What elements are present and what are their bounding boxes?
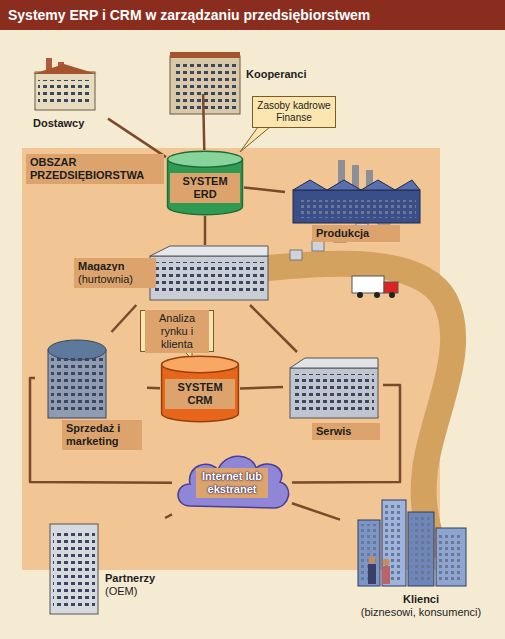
client-city [358,500,466,586]
supplier-factory [33,58,97,110]
connector-line [165,514,172,518]
connector-line [30,378,172,483]
callout-pointer [240,127,270,152]
network-cloud: Internet lub ekstranet [172,450,292,516]
warehouse-node: Magazyn(hurtownia) [68,245,270,305]
production-node: Produkcja [285,165,425,245]
node-label: Analiza rynku i klienta [145,310,209,353]
node-label: SYSTEM CRM [165,379,235,409]
connector-line [204,216,207,245]
cooperator-node: Kooperanci [165,52,319,94]
partner-tower [50,524,98,614]
system-cylinder: SYSTEM CRM [160,355,240,423]
connector-line [292,503,340,519]
warehouse-building [150,246,268,300]
enterprise-area-fill [22,148,440,570]
node-label: Produkcja [312,225,400,242]
client-node: Klienci(biznesowi, konsumenci) [340,495,502,631]
cooperator-building [170,52,240,114]
partner-node: Partnerzy(OEM) [42,518,182,618]
supplier-node: Dostawcy [25,55,108,135]
callout-box: Analiza rynku i klienta [140,310,214,352]
connector-line [108,119,166,158]
connector-line [244,187,285,192]
connector-line [147,387,160,390]
connector-line [240,387,283,389]
truck [352,276,398,298]
node-label: OBSZAR PRZEDSIĘBIORSTWA [26,154,164,184]
road [268,264,453,545]
node-label: Serwis [312,423,380,440]
node-label: Sprzedaż i marketing [62,420,142,450]
node-label: Dostawcy [33,117,105,130]
diagram-title: Systemy ERP i CRM w zarządzaniu przedsię… [0,0,505,23]
system-cylinder: SYSTEM ERD [166,150,244,216]
callout-box: Zasoby kadrowe Finanse [252,96,336,128]
sales-node: Sprzedaż i marketing [35,332,147,453]
connector-line [292,385,400,483]
node-label: (biznesowi, konsumenci) [345,606,497,619]
node-label: SYSTEM ERD [170,173,240,203]
node-label: Internet lub ekstranet [196,468,268,498]
node-label: (hurtownia) [74,271,156,288]
service-building [290,358,378,418]
connector-line [250,305,297,352]
node-label: Kooperanci [246,68,316,81]
title-bar: Systemy ERP i CRM w zarządzaniu przedsię… [0,0,505,30]
service-node: Serwis [283,352,383,443]
connector-line [203,94,204,150]
node-label: (OEM) [105,585,177,598]
connector-line [112,305,137,332]
node-label: Klienci [345,593,497,606]
node-label: Zasoby kadrowe Finanse [257,100,331,124]
production-factory [293,160,420,223]
enterprise-area: OBSZAR PRZEDSIĘBIORSTWASYSTEM ERD Produkc… [22,148,440,570]
sales-tower [48,340,106,418]
node-label: Partnerzy [105,572,177,585]
